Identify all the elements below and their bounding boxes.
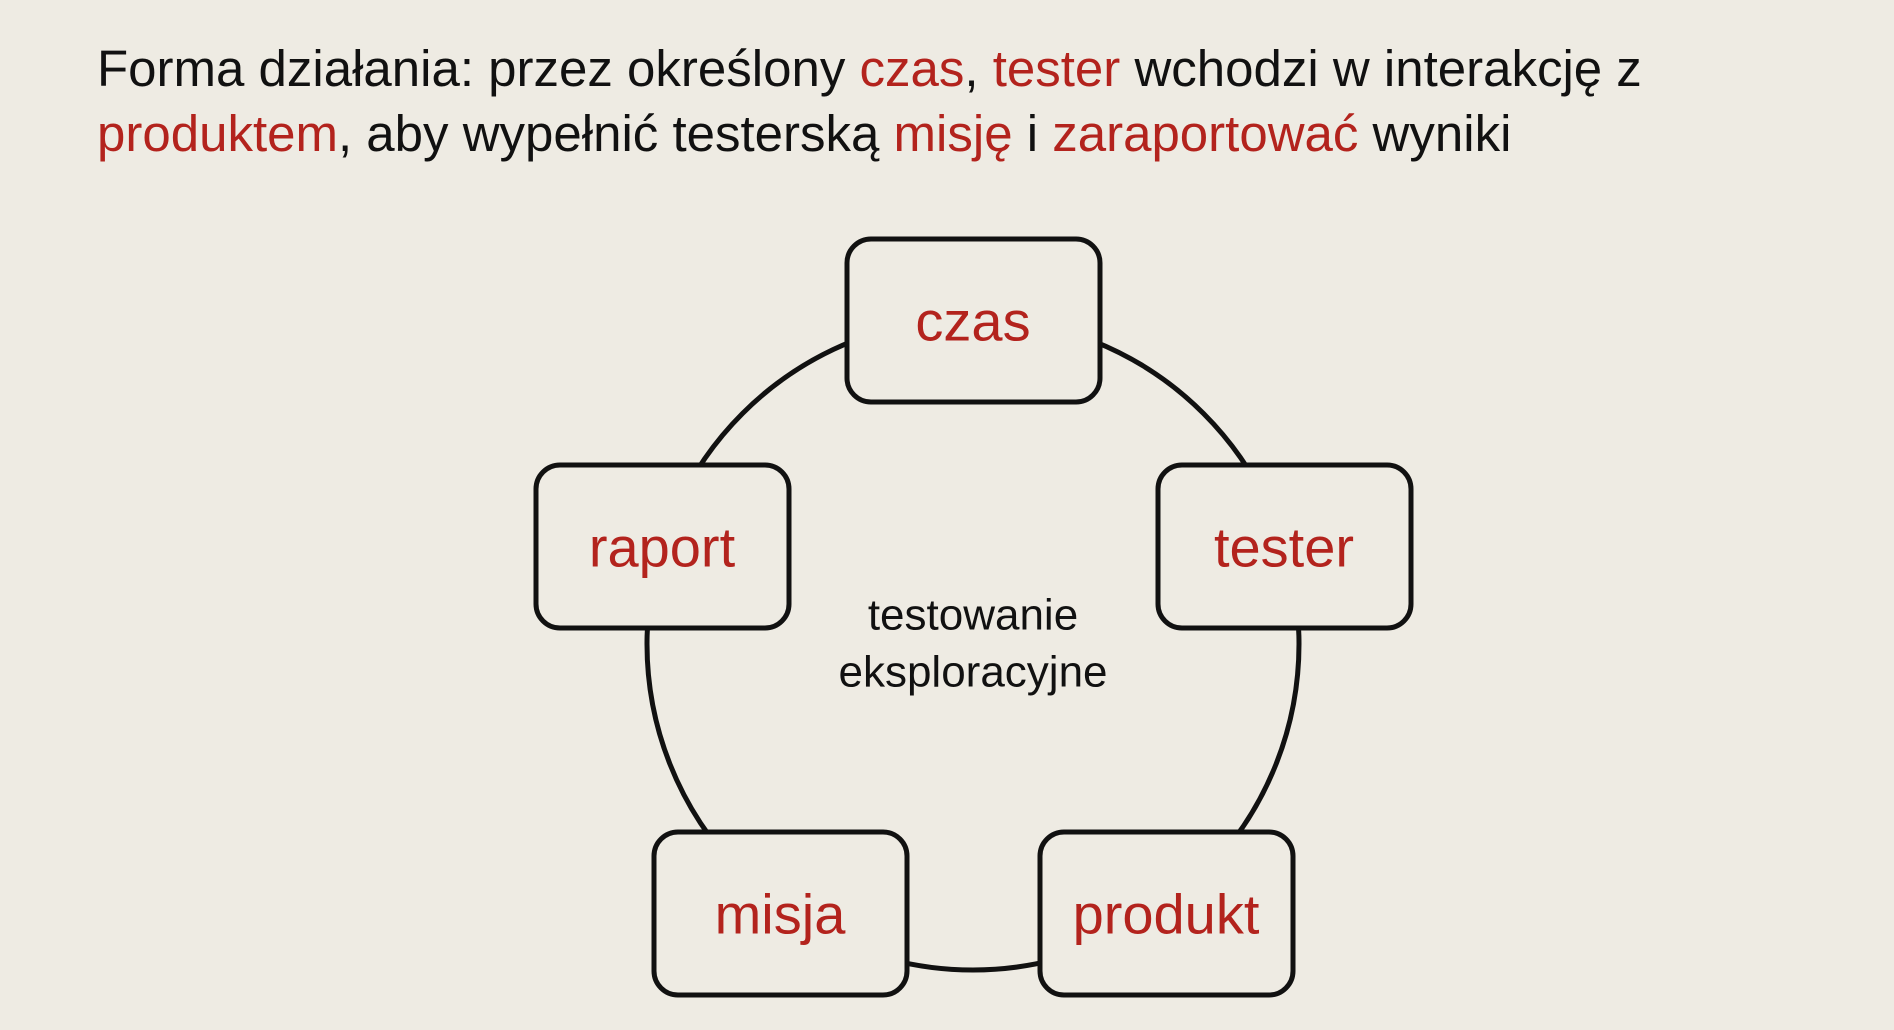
slide-heading: Forma działania: przez określony czas, t…	[97, 36, 1837, 166]
center-label-line-1: testowanie	[868, 591, 1078, 640]
node-label-misja: misja	[715, 883, 847, 946]
node-misja: misja	[651, 829, 910, 998]
heading-segment-highlight: czas	[859, 40, 965, 97]
node-raport: raport	[533, 462, 792, 631]
node-box	[1155, 462, 1414, 631]
heading-segment: wyniki	[1358, 105, 1512, 162]
node-box	[533, 462, 792, 631]
heading-segment-highlight: tester	[992, 40, 1121, 97]
heading-segment: i	[1012, 105, 1053, 162]
heading-segment: Forma działania: przez określony	[97, 40, 860, 97]
heading-segment: ,	[964, 40, 993, 97]
heading-segment: wchodzi w interakcję z	[1120, 40, 1642, 97]
node-tester: tester	[1155, 462, 1414, 631]
heading-segment: , aby wypełnić testerską	[337, 105, 894, 162]
node-produkt: produkt	[1037, 829, 1296, 998]
heading-segment-highlight: misję	[893, 105, 1013, 162]
node-label-czas: czas	[915, 290, 1030, 353]
heading-segment-highlight: zaraportować	[1052, 105, 1359, 162]
node-box	[844, 236, 1103, 405]
node-label-tester: tester	[1214, 516, 1354, 579]
node-label-raport: raport	[589, 516, 736, 579]
node-box	[1037, 829, 1296, 998]
node-label-produkt: produkt	[1073, 883, 1260, 946]
heading-segment-highlight: produktem	[97, 105, 338, 162]
center-label-line-2: eksploracyjne	[838, 648, 1107, 697]
node-czas: czas	[844, 236, 1103, 405]
node-box	[651, 829, 910, 998]
